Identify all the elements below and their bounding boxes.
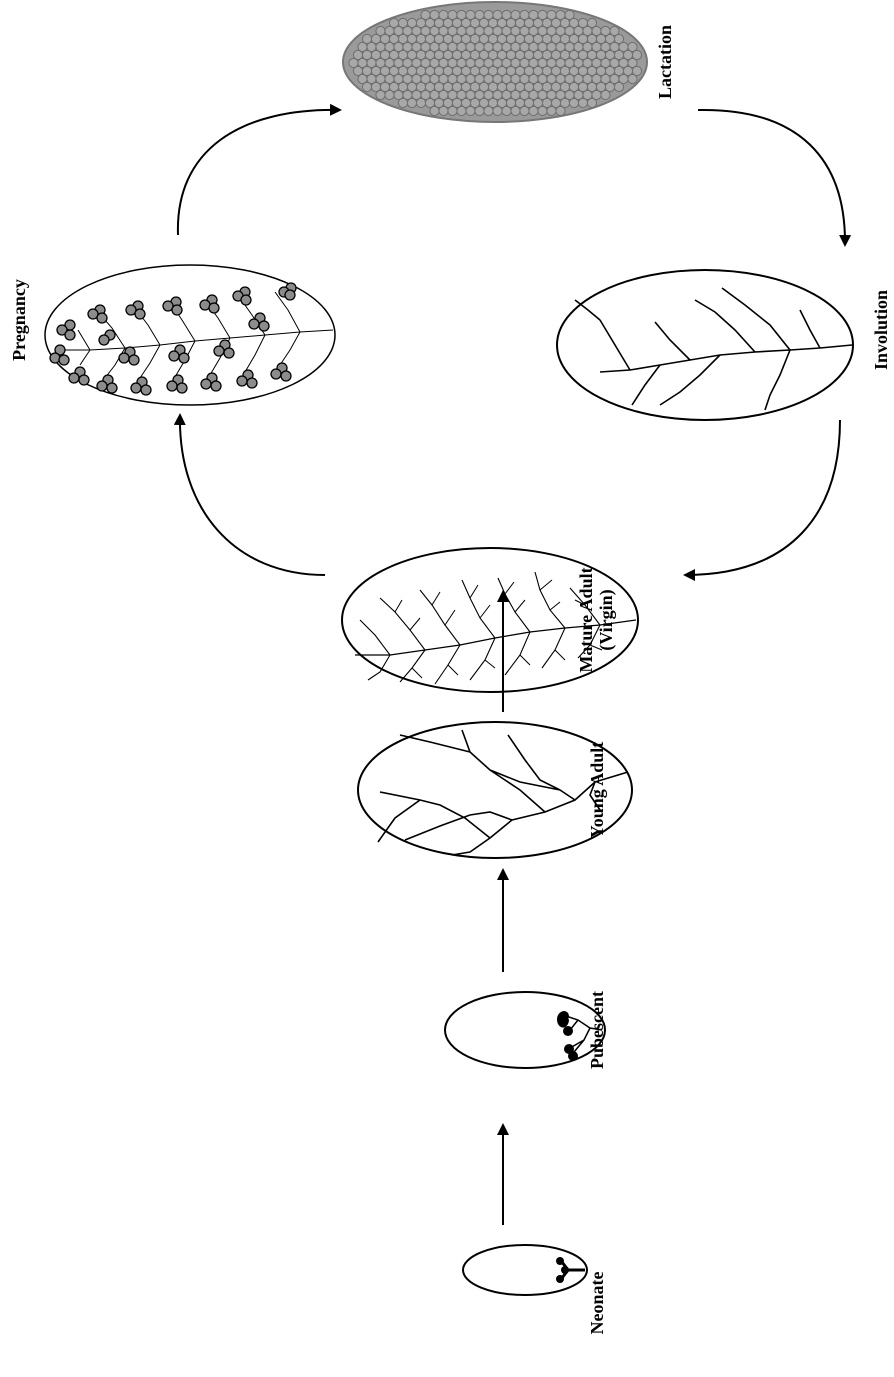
lactation-cell — [457, 106, 466, 115]
label-young-adult: Young Adult — [587, 710, 609, 870]
label-involution: Involution — [871, 260, 893, 400]
lactation-cell — [448, 106, 457, 115]
arrow-mature-to-pregnancy — [180, 415, 325, 575]
arrow-pregnancy-to-lactation — [178, 110, 340, 235]
lactation-cell — [493, 106, 502, 115]
involution-gland — [557, 270, 853, 420]
pregnancy-gland — [45, 265, 335, 405]
lactation-cell — [529, 106, 538, 115]
label-pregnancy: Pregnancy — [9, 250, 31, 390]
lactation-cell — [578, 98, 587, 107]
label-pubescent: Pubescent — [587, 960, 609, 1100]
lactation-cell — [601, 90, 610, 99]
lactation-cell — [416, 98, 425, 107]
arrow-lactation-to-involution — [698, 110, 845, 245]
lactation-gland — [343, 2, 647, 122]
lactation-cell — [511, 106, 520, 115]
lactation-cell — [430, 106, 439, 115]
lactation-cell — [398, 98, 407, 107]
lactation-cell — [628, 74, 637, 83]
lactation-cell — [520, 106, 529, 115]
lactation-cell — [439, 106, 448, 115]
lactation-cell — [614, 82, 623, 91]
lactation-cell — [502, 106, 511, 115]
lactation-cell — [407, 98, 416, 107]
neonate-gland — [463, 1245, 587, 1295]
label-neonate: Neonate — [587, 1233, 609, 1373]
alveoli-clusters — [50, 283, 296, 395]
lactation-cell — [556, 106, 565, 115]
lactation-cell — [385, 90, 394, 99]
lactation-cell — [362, 82, 371, 91]
lactation-cell — [466, 106, 475, 115]
arrow-involution-to-mature — [685, 420, 840, 575]
lactation-cell — [569, 98, 578, 107]
lactation-cell — [547, 106, 556, 115]
label-mature-adult: Mature Adult (Virgin) — [576, 540, 620, 700]
lactation-cell — [475, 106, 484, 115]
lactation-cell — [484, 106, 493, 115]
lactation-cell — [376, 90, 385, 99]
flow-arrows — [178, 110, 845, 1225]
label-lactation: Lactation — [655, 0, 677, 132]
pubescent-gland — [445, 992, 605, 1068]
lactation-cell — [587, 98, 596, 107]
lactation-cell — [538, 106, 547, 115]
